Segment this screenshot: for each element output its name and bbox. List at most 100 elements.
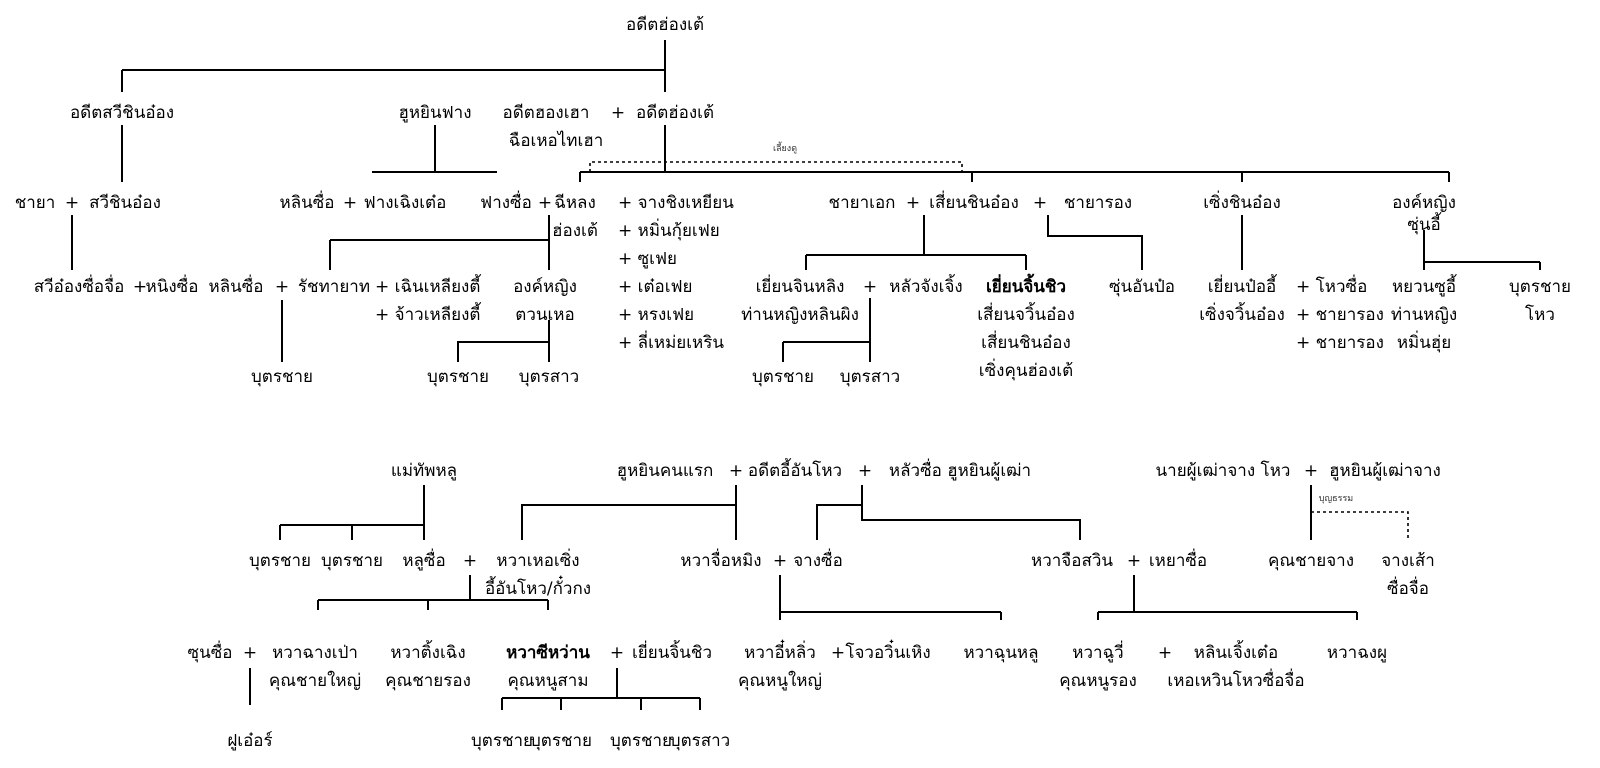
- wife-item: + ชายารอง: [1296, 305, 1384, 325]
- person-jang-sao-title: ซื่อจื่อ: [1387, 576, 1429, 599]
- plus-sign: +: [863, 277, 877, 297]
- plus-sign: +: [773, 551, 787, 571]
- person-son: บุตรชาย: [752, 367, 814, 387]
- person-nee-lang: ฉีหลง: [554, 193, 596, 213]
- person-hua-ji-suan: หวาจือสวิน: [1031, 551, 1113, 571]
- bottom-tree-labels: แม่ทัพหลู ฮูหยินคนแรก + อดีตอี้อันโหว + …: [188, 458, 1441, 751]
- person-jo-wen: โจวอวิ๋นเหิง: [845, 639, 930, 663]
- person-yien-jinshiu-title-2: เสี่ยนชินอ๋อง: [981, 330, 1071, 353]
- person-khun-chai-jang: คุณชายจาง: [1268, 551, 1354, 571]
- person-hua-yi-liu-title: คุณหนูใหญ่: [738, 670, 822, 691]
- person-sawee-chin-ong: สวีชินอ๋อง: [89, 193, 161, 213]
- person-son-hou: บุตรชาย: [1509, 277, 1571, 297]
- top-tree-connectors: [71, 40, 1541, 362]
- person-yien-jinshiu-bottom: เยี่ยนจิ้นชิว: [632, 640, 712, 663]
- plus-sign: +: [133, 277, 147, 297]
- person-adeet-honghao: อดีตฮองเฮา: [503, 103, 590, 123]
- person-yien-jinshiu-title-1: เสี่ยนจวิ้นอ๋อง: [977, 302, 1075, 325]
- person-son: บุตรชาย: [427, 367, 489, 387]
- person-hua-chang-pao: หวาฉางเป่า: [272, 643, 358, 663]
- person-jang-sao: จางเส้า: [1381, 551, 1435, 571]
- person-lin-jing-te: หลินเจิ้งเต๋อ: [1194, 640, 1278, 663]
- person-lang-sue: หลัวซื่อ ฮูหยินผู้เฒ่า: [889, 458, 1031, 481]
- person-yien-poi-title: เซิ่งจวิ้นอ๋อง: [1199, 302, 1285, 325]
- person-siyen-chin-ong: เสี่ยนชินอ๋อง: [929, 190, 1019, 213]
- person-son: บุตรชาย: [321, 551, 383, 571]
- plus-sign: +: [729, 461, 743, 481]
- nee-lang-wives-list: + จางชิงเหยียน + หมิ่นกุ้ยเฟย + ซูเฟย + …: [618, 193, 734, 353]
- plus-sign: +: [243, 643, 257, 663]
- person-fang-sue: ฟางซื่อ: [480, 190, 532, 213]
- person-hua-si-wan: หวาซีหว่าน: [506, 642, 590, 663]
- person-yuan-sui: หยวนซูอี้: [1392, 274, 1457, 297]
- person-yuan-sui-title: ท่านหญิง: [1391, 305, 1457, 325]
- person-lin-sue: หลินซื่อ: [280, 190, 335, 213]
- plus-sign: +: [275, 277, 289, 297]
- plus-sign: +: [1304, 461, 1318, 481]
- note-adopted: เลี้ยงดู: [773, 141, 797, 154]
- wife-item: + ซูเฟย: [618, 249, 677, 269]
- person-nai-jang: นายผู้เฒ่าจาง โหว: [1156, 460, 1291, 481]
- person-yien-poi: เยี่ยนป๋ออี้: [1208, 274, 1278, 297]
- person-adeet-hongtae-2: อดีตฮ่องเต้: [636, 103, 714, 123]
- person-adeet-hongtae: อดีตฮ่องเต้: [626, 15, 704, 35]
- person-daughter: บุตรสาว: [840, 367, 900, 387]
- plus-sign: +: [610, 643, 624, 663]
- person-hua-hoe-sing: หวาเหอเซิ่ง: [496, 548, 579, 571]
- bottom-tree-connectors: [249, 485, 1409, 710]
- person-ongying-sunyi-name: ซุ่นอี้: [1407, 212, 1442, 235]
- person-hua-ting-cheng-title: คุณชายรอง: [385, 671, 471, 691]
- person-nee-lang-title: ฮ่องเต้: [552, 221, 598, 241]
- person-son: บุตรชาย: [249, 551, 311, 571]
- person-hua-ju-wi: หวาฉูวี่: [1072, 640, 1123, 663]
- plus-sign: +: [538, 193, 552, 213]
- wife-item: + ลี่เหม่ยเหริน: [618, 330, 724, 353]
- person-ratchathayat: รัชทายาท: [298, 277, 370, 297]
- person-sawee-ong-sue: สวีอ๋องซื่อจื่อ: [34, 274, 125, 297]
- person-mae-tap-lu: แม่ทัพหลู: [391, 461, 457, 481]
- person-yien-jinshiu-title-3: เซิ่งคุนฮ่องเต้: [979, 358, 1073, 381]
- person-ongying-sunyi: องค์หญิง: [1392, 193, 1456, 213]
- person-siang-chin-ong: เซิ่งชินอ๋อง: [1203, 190, 1281, 213]
- person-hua-yi-liu: หวาอี๋หลิ่ว: [744, 639, 816, 663]
- person-son: บุตรชาย: [610, 731, 672, 751]
- yien-poi-wives-list: + โหวซื่อ + ชายารอง + ชายารอง: [1296, 274, 1384, 353]
- person-hua-ting-cheng: หวาติ้งเฉิง: [390, 640, 465, 663]
- person-adeet-sawee: อดีตสวีชินอ๋อง: [70, 103, 174, 123]
- person-daughter: บุตรสาว: [519, 367, 579, 387]
- person-fang-chernto: ฟางเฉิงเต๋อ: [364, 193, 447, 213]
- person-yien-jinshiu: เยี่ยนจิ้นชิว: [986, 273, 1066, 297]
- top-tree-labels: อดีตฮ่องเต้ อดีตสวีชินอ๋อง ฮูหยินฟาง อดี…: [15, 15, 1571, 387]
- wife-item: + หมิ่นกุ้ยเฟย: [618, 218, 720, 241]
- wife-item: + โหวซื่อ: [1296, 274, 1367, 297]
- person-ning-sue: หนิงซื่อ: [146, 274, 199, 297]
- wife-item: + จางชิงเหยียน: [618, 193, 734, 213]
- person-hooyin-fang: ฮูหยินฟาง: [398, 103, 471, 123]
- plus-sign: +: [1127, 551, 1141, 571]
- plus-sign: +: [65, 193, 79, 213]
- person-hua-ju-wi-title: คุณหนูรอง: [1059, 671, 1137, 691]
- person-hooyin-first: ฮูหยินคนแรก: [617, 461, 714, 481]
- wife-item: + หรงเฟย: [618, 305, 694, 325]
- person-sun-anpo: ซุ่นอันป๋อ: [1109, 277, 1175, 297]
- person-hua-hoe-sing-title: อี้อันโหว/กั๋วกง: [485, 575, 591, 599]
- person-chue-hoe-thai-hao: ฉือเหอไทเฮา: [509, 130, 604, 151]
- plus-sign: +: [831, 643, 845, 663]
- person-sun-sue: ซุนซื่อ: [188, 640, 233, 663]
- person-ongying-tuan: องค์หญิง: [513, 277, 577, 297]
- person-ongying-tuan-name: ตวนเหอ: [515, 305, 574, 325]
- person-daughter: บุตรสาว: [670, 731, 730, 751]
- person-fu-oe: ฝูเอ๋อร์: [227, 731, 272, 751]
- person-hua-chang-pao-title: คุณชายใหญ่: [269, 670, 361, 691]
- person-yuan-sui-name: หมิ่นฮุ่ย: [1397, 330, 1451, 353]
- person-hooyin-jang: ฮูหยินผู้เฒ่าจาง: [1329, 461, 1441, 481]
- person-lin-sue-2: หลินซื่อ: [209, 274, 264, 297]
- person-son: บุตรชาย: [530, 731, 592, 751]
- person-yeya-sue: เหยาซื่อ: [1149, 548, 1207, 571]
- person-son: บุตรชาย: [471, 731, 533, 751]
- person-chaya-rong: ชายารอง: [1064, 193, 1132, 213]
- plus-sign: +: [858, 461, 872, 481]
- person-hua-si-wan-title: คุณหนูสาม: [507, 671, 588, 691]
- person-hua-ji-ming: หวาจื่อหมิง: [680, 548, 761, 571]
